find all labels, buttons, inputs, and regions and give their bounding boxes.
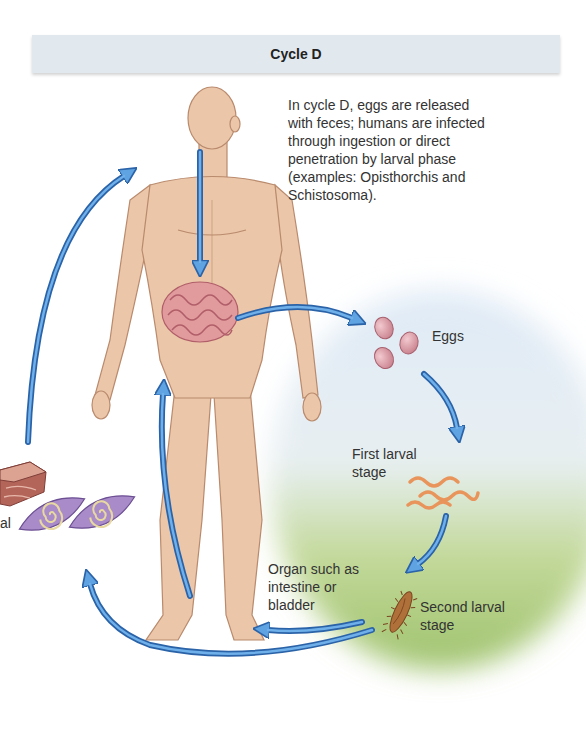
stage-label-box: First larval stage: [352, 445, 436, 481]
cut-off-label: al: [0, 514, 20, 532]
meat-piece: [0, 462, 46, 506]
description-text-box: In cycle D, eggs are released with feces…: [288, 96, 496, 204]
organ-label: Organ such as intestine or bladder: [268, 560, 384, 614]
ground-region: [270, 290, 586, 670]
organ-label-box: Organ such as intestine or bladder: [268, 560, 384, 614]
encysted-larva-host: [14, 486, 140, 542]
second-larva: [380, 587, 420, 640]
stage-label: Second larval stage: [420, 598, 516, 634]
diagram-title: Cycle D: [270, 46, 321, 62]
cut-off-label-box: al: [0, 514, 20, 532]
first-larvae: [408, 478, 478, 508]
egg-cluster: [371, 315, 421, 372]
title-band: Cycle D: [32, 35, 560, 73]
human-figure: [92, 87, 321, 640]
stage-label-box: Second larval stage: [420, 598, 516, 634]
stage-label: Eggs: [432, 327, 492, 345]
stage-label-box: Eggs: [432, 327, 492, 345]
stage-label: First larval stage: [352, 445, 436, 481]
intestine-organ: [162, 282, 238, 342]
description-text: In cycle D, eggs are released with feces…: [288, 96, 496, 204]
cycle-arrows: [28, 152, 457, 654]
